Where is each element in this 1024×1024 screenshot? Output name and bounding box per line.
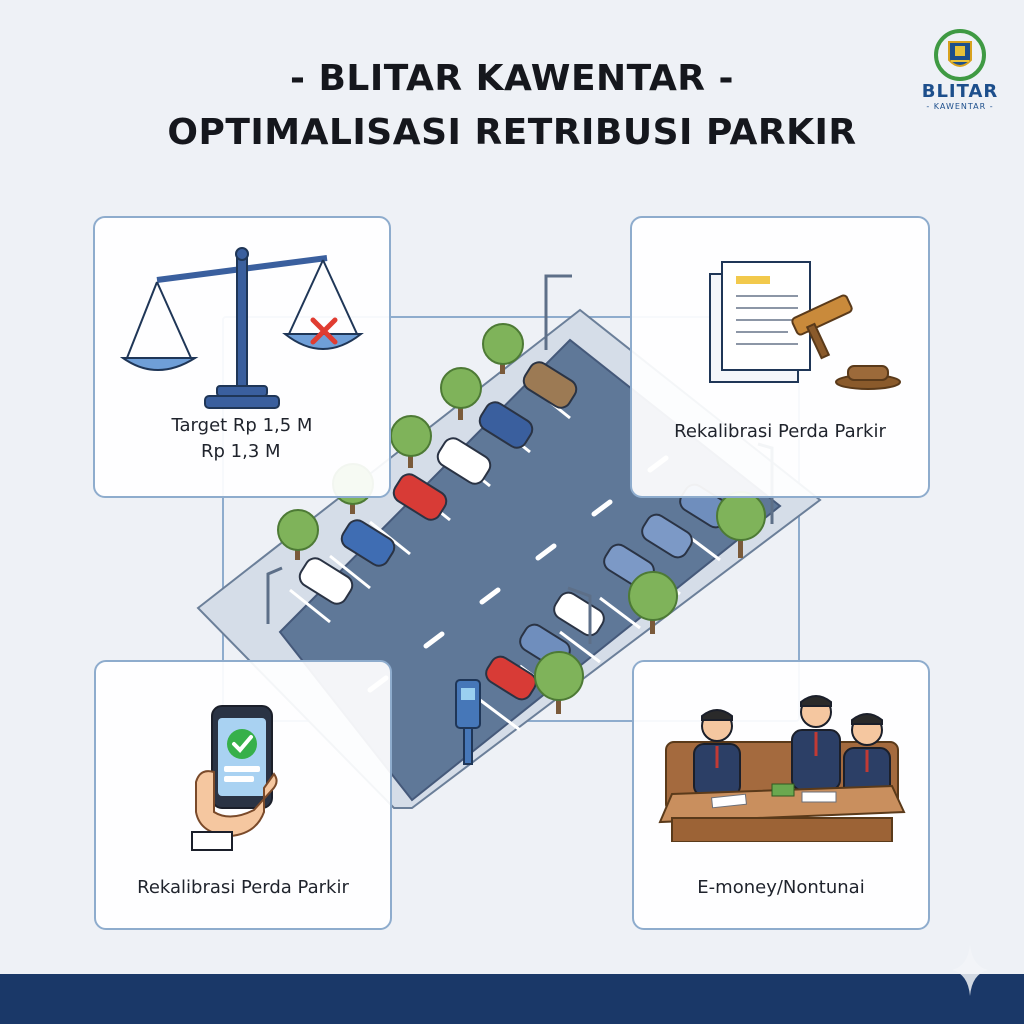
document-gavel-icon (709, 261, 901, 390)
footer-bar (0, 974, 1024, 1024)
logo-name: BLITAR (921, 81, 999, 102)
cross-mark-icon (310, 317, 338, 345)
page-title-line2: OPTIMALISASI RETRIBUSI PARKIR (167, 112, 857, 153)
blitar-logo: BLITAR - KAWENTAR - (918, 28, 1002, 128)
perda-top-label: Rekalibrasi Perda Parkir (674, 421, 886, 442)
sparkle-icon (952, 944, 988, 996)
city-emblem-icon (934, 29, 986, 81)
balance-scale-icon (119, 247, 364, 409)
emoney-label: E-money/Nontunai (697, 877, 865, 898)
logo-sub: - KAWENTAR - (926, 102, 994, 111)
smartphone-payment-icon (191, 705, 278, 851)
card-perda-top: Rekalibrasi Perda Parkir (630, 216, 930, 498)
page-title-line1: - BLITAR KAWENTAR - (289, 58, 734, 99)
target-label: Target Rp 1,5 M (171, 415, 313, 436)
check-icon (227, 729, 257, 759)
realization-label: Rp 1,3 M (201, 441, 281, 462)
perda-bottom-label: Rekalibrasi Perda Parkir (137, 877, 349, 898)
card-emoney: E-money/Nontunai (632, 660, 930, 930)
card-perda-bottom: Rekalibrasi Perda Parkir (94, 660, 392, 930)
meeting-officials-icon (658, 695, 906, 842)
card-target: Target Rp 1,5 M Rp 1,3 M (93, 216, 391, 498)
